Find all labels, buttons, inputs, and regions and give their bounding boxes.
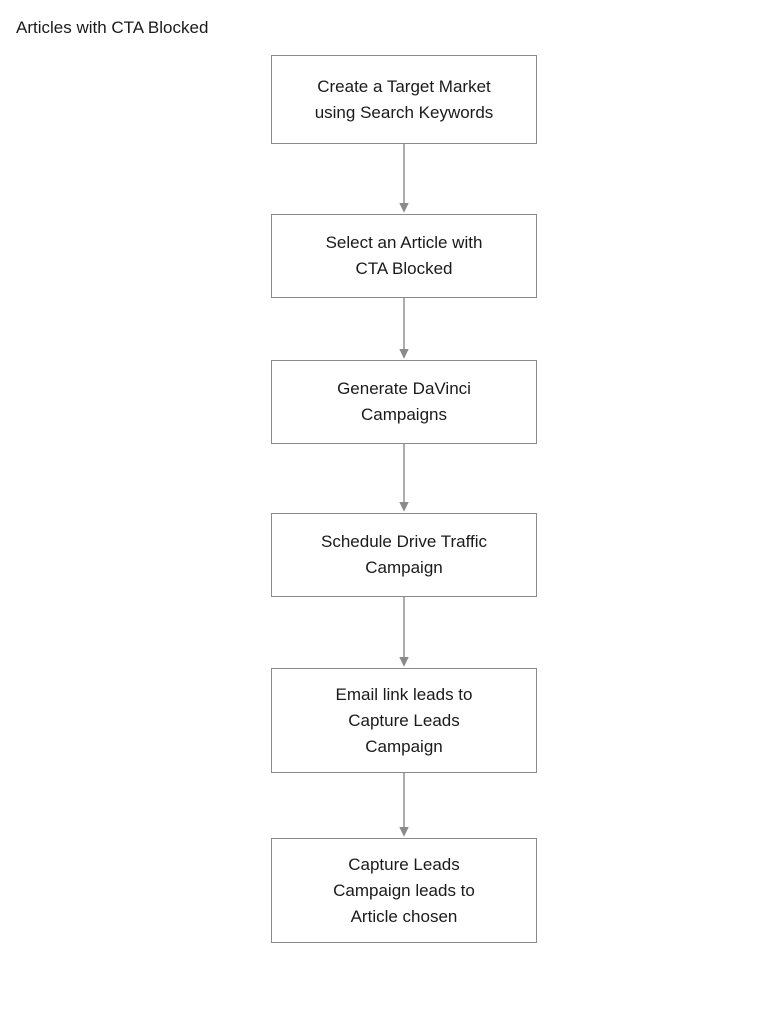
flow-node-label: Email link leads to Capture Leads Campai…	[335, 684, 473, 756]
flow-node-create-target-market[interactable]: Create a Target Market using Search Keyw…	[271, 55, 537, 144]
flow-node-label: Schedule Drive Traffic Campaign	[321, 532, 487, 577]
flow-node-label: Capture Leads Campaign leads to Article …	[333, 854, 475, 926]
flow-node-select-article-cta-blocked[interactable]: Select an Article with CTA Blocked	[271, 214, 537, 298]
flow-node-schedule-drive-traffic-campaign[interactable]: Schedule Drive Traffic Campaign	[271, 513, 537, 597]
page-title: Articles with CTA Blocked	[16, 18, 209, 37]
flow-node-label: Select an Article with CTA Blocked	[325, 233, 483, 278]
flow-node-generate-davinci-campaigns[interactable]: Generate DaVinci Campaigns	[271, 360, 537, 444]
flow-node-label: Create a Target Market using Search Keyw…	[314, 76, 494, 122]
flow-node-capture-leads-campaign-leads-to-article[interactable]: Capture Leads Campaign leads to Article …	[271, 838, 537, 943]
flow-node-email-link-leads-to-capture-leads[interactable]: Email link leads to Capture Leads Campai…	[271, 668, 537, 773]
flow-node-label: Generate DaVinci Campaigns	[337, 379, 471, 424]
